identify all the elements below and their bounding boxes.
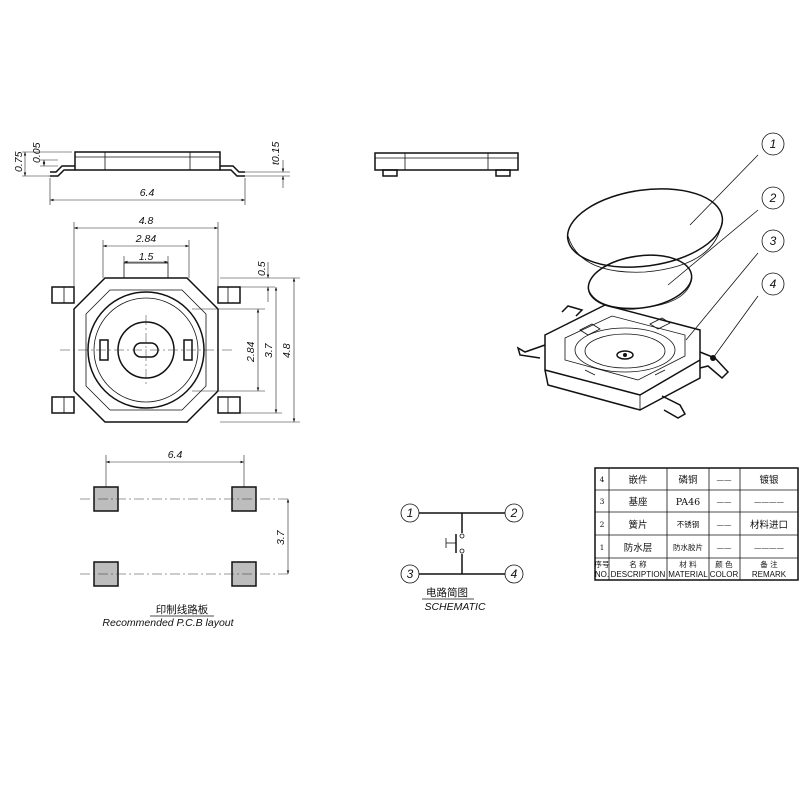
bubble-4-label: 4 [770,277,777,291]
bom-row-4-material: 磷铜 [678,474,697,486]
bom-header-material-en: MATERIAL [668,570,708,579]
bom-row-2-remark: 材料进口 [750,519,788,531]
dim-2-84-top: 2.84 [135,233,157,245]
schematic-caption-en: SCHEMATIC [424,601,485,613]
dim-4-8-side: 4.8 [281,343,293,358]
waterproof-layer-1 [566,188,724,268]
leader-2 [667,209,759,286]
bubble-2-label: 2 [769,191,777,205]
bom-row-3-color: —— [717,497,733,506]
bom-header-remark-cn: 备 注 [760,559,778,569]
pcb-caption-cn: 印制线路板 [156,603,209,616]
bom-header-name-cn: 名 称 [629,559,647,569]
side-view-2 [374,152,519,177]
exploded-view: 1 2 3 4 [516,132,785,419]
schematic-pin-1-label: 1 [407,506,414,520]
bom-row-3: 3 基座 PA46 —— ———— [600,496,785,508]
bom-row-4-name: 嵌件 [628,474,648,486]
bom-row-2-material: 不锈钢 [677,519,700,529]
dome-inner [93,297,199,403]
schematic-caption-cn: 电路简图 [426,586,468,599]
bom-row-4: 4 嵌件 磷铜 —— 镀银 [600,474,779,486]
bom-row-1-remark: ———— [754,543,785,552]
switch-body-outline [73,277,219,423]
bubble-1-label: 1 [770,137,777,151]
top-view: 4.8 2.84 1.5 0.5 2.84 3.7 4.8 [51,215,300,423]
leader-3 [685,252,759,341]
bom-row-3-name: 基座 [628,496,648,508]
leader-4 [712,295,759,359]
top-tab [123,262,169,279]
side-view-2-body [374,152,519,171]
bom-row-1-material: 防水胶片 [673,542,703,552]
side-view-left-lead [50,165,75,177]
terminal-bottom-right [217,396,241,414]
bom-frame [594,467,799,581]
bubble-3 [761,229,785,253]
bom-row-3-no: 3 [600,497,605,506]
bom-row-4-no: 4 [600,475,605,484]
bom-row-1: 1 防水层 防水胶片 —— ———— [600,542,785,554]
schematic: 1 2 3 4 电路简图 SCHEMATIC [400,503,524,613]
bom-row-1-no: 1 [600,543,605,552]
dim-2-84-side: 2.84 [245,341,257,363]
terminal-top-right [217,286,241,304]
bom-header-no-cn: 序号 [595,559,610,569]
terminal-4-left [516,344,546,359]
dim-0-75: 0.75 [13,151,25,172]
bubble-3-label: 3 [770,234,777,248]
dim-0-05: 0.05 [31,142,43,163]
terminal-top-left [51,286,75,304]
dim-t0-15: t0.15 [270,141,282,165]
pcb-dim-3-7: 3.7 [275,529,287,545]
bom-row-1-name: 防水层 [624,542,653,554]
bom-row-2-color: —— [717,520,733,529]
side-view: 0.75 0.05 t0.15 6.4 [13,141,290,205]
pcb-caption-en: Recommended P.C.B layout [102,617,234,629]
schematic-pin-2-label: 2 [510,506,518,520]
bom-header-color-en: COLOR [710,570,739,579]
dim-3-7-top-view: 3.7 [263,342,275,358]
switch-body-inner [85,289,207,411]
bubble-4 [761,272,785,296]
side-view-2-right-lead [495,169,511,177]
bom-header-color-cn: 颜 色 [715,559,733,569]
leader-1 [689,154,759,226]
side-view-right-lead [220,165,245,177]
bubble-1 [761,132,785,156]
bom-header-name-en: DESCRIPTION [611,570,666,579]
bom-row-1-color: —— [717,543,733,552]
dim-1-5: 1.5 [139,251,154,263]
bom-header: 序号 名 称 材 料 颜 色 备 注 NO. DESCRIPTION MATER… [595,559,787,579]
bom-row-3-material: PA46 [676,497,700,508]
bom-row-2: 2 簧片 不锈钢 —— 材料进口 [600,519,788,531]
dim-0-5: 0.5 [256,261,268,276]
side-view-2-left-lead [382,169,398,177]
bom-row-4-remark: 镀银 [759,474,779,486]
schematic-pin-4-label: 4 [511,567,518,581]
pcb-layout: 6.4 3.7 印制线路板 Recommended P.C.B layout [80,449,290,629]
bom-row-4-color: —— [717,475,733,484]
bom-row-2-no: 2 [600,520,605,529]
bom-header-remark-en: REMARK [752,570,787,579]
dim-6-4-side: 6.4 [140,187,155,199]
bom-row-2-name: 簧片 [628,519,647,531]
bom-header-no-en: NO. [595,570,609,579]
pcb-dim-6-4: 6.4 [168,449,183,461]
bubble-2 [761,186,785,210]
dim-4-8-top: 4.8 [139,215,154,227]
bom-row-3-remark: ———— [754,497,785,506]
bom-header-material-cn: 材 料 [679,559,697,569]
schematic-pin-3-label: 3 [407,567,414,581]
bom-table: 4 嵌件 磷铜 —— 镀银 3 基座 PA46 —— ———— 2 簧片 不锈钢… [594,467,799,581]
side-view-body [74,151,221,171]
terminal-bottom-left [51,396,75,414]
